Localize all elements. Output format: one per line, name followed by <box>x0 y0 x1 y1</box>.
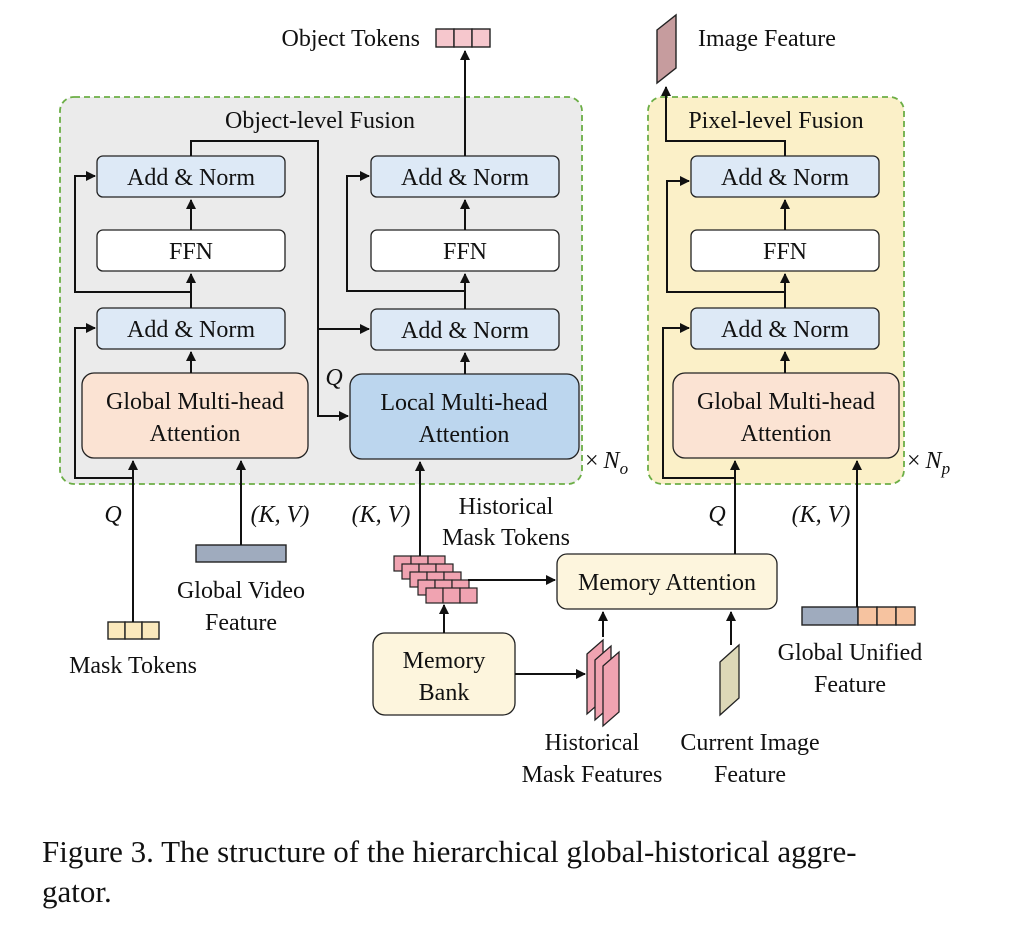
q-label: Q <box>104 502 121 528</box>
q-label: Q <box>708 502 725 528</box>
image-feature-label: Image Feature <box>698 26 836 52</box>
svg-text:×Np: ×Np <box>907 448 950 478</box>
figure-caption: gator. <box>42 874 112 909</box>
current-image-feature-label: Feature <box>714 762 786 788</box>
ffn-label: FFN <box>443 239 487 265</box>
ffn-label: FFN <box>763 239 807 265</box>
memory-attention-label: Memory Attention <box>578 570 756 596</box>
add-norm-label: Add & Norm <box>401 318 529 344</box>
memory-attention-block <box>556 553 778 610</box>
historical-mask-tokens-label: Historical <box>459 494 554 520</box>
repeat-count-pixel: ×Np <box>907 448 950 478</box>
object-tokens-glyph <box>435 28 491 48</box>
historical-mask-tokens-glyph <box>393 555 478 604</box>
global-attention-label: Attention <box>150 421 241 447</box>
global-attention-block <box>81 372 309 459</box>
repeat-count-object: ×No <box>585 448 628 478</box>
global-video-feature-glyph <box>195 544 287 563</box>
kv-label: (K, V) <box>251 502 310 528</box>
global-unified-feature-label: Global Unified <box>778 640 923 666</box>
object-tokens-label: Object Tokens <box>281 26 420 52</box>
add-norm-label: Add & Norm <box>721 165 849 191</box>
svg-text:×No: ×No <box>585 448 628 478</box>
q-label: Q <box>325 365 342 391</box>
mask-tokens-glyph <box>107 621 160 640</box>
historical-mask-features-label: Historical <box>545 730 640 756</box>
global-video-feature-label: Global Video <box>177 578 305 604</box>
add-norm-label: Add & Norm <box>721 317 849 343</box>
global-unified-feature-label: Feature <box>814 672 886 698</box>
global-video-feature-label: Feature <box>205 610 277 636</box>
global-attention-label: Global Multi-head <box>106 389 284 415</box>
image-feature-glyph <box>656 13 677 85</box>
pixel-fusion-title: Pixel-level Fusion <box>688 108 863 134</box>
local-attention-label: Local Multi-head <box>380 390 547 416</box>
add-norm-label: Add & Norm <box>127 165 255 191</box>
kv-label: (K, V) <box>792 502 851 528</box>
historical-mask-features-glyph <box>586 638 620 728</box>
global-attention-label: Global Multi-head <box>697 389 875 415</box>
memory-bank-label: Memory <box>403 648 486 674</box>
kv-label: (K, V) <box>352 502 411 528</box>
ffn-label: FFN <box>169 239 213 265</box>
global-attention-label: Attention <box>741 421 832 447</box>
figure-caption: Figure 3. The structure of the hierarchi… <box>42 834 857 869</box>
memory-bank-label: Bank <box>419 680 470 706</box>
current-image-feature-label: Current Image <box>680 730 819 756</box>
object-fusion-title: Object-level Fusion <box>225 108 415 134</box>
add-norm-label: Add & Norm <box>127 317 255 343</box>
historical-mask-features-label: Mask Features <box>522 762 663 788</box>
mask-tokens-label: Mask Tokens <box>69 653 197 679</box>
local-attention-label: Attention <box>419 422 510 448</box>
current-image-feature-glyph <box>719 643 740 717</box>
historical-mask-tokens-label: Mask Tokens <box>442 525 570 551</box>
add-norm-label: Add & Norm <box>401 165 529 191</box>
connector-lines <box>74 50 862 679</box>
global-unified-feature-glyph <box>801 606 916 626</box>
